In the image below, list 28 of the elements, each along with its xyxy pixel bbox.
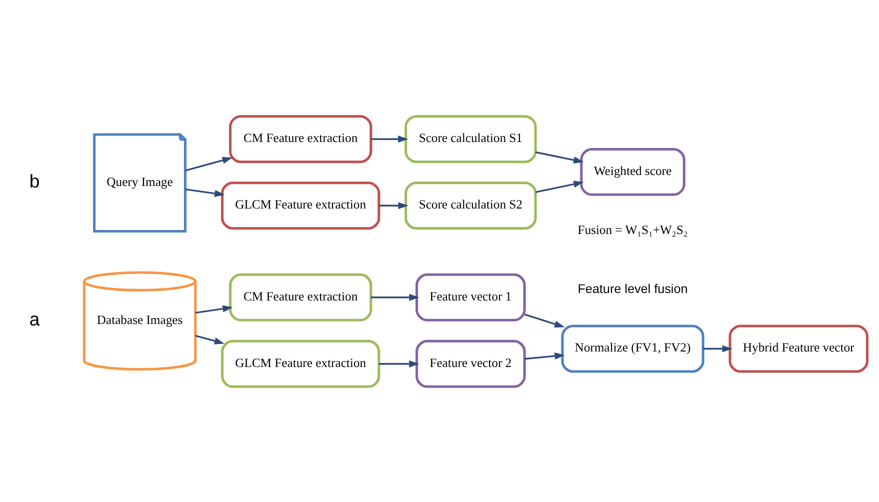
node-box: Score calculation S2 — [404, 181, 537, 230]
arrow — [185, 156, 232, 171]
node-box: GLCM Feature extraction — [221, 181, 380, 230]
node-box: Weighted score — [580, 147, 686, 196]
arrow — [185, 188, 225, 196]
node-box: GLCM Feature extraction — [221, 339, 380, 388]
node-box: Feature vector 1 — [416, 272, 526, 321]
arrow — [378, 202, 408, 209]
node-box: Score calculation S1 — [404, 114, 537, 163]
arrow — [524, 313, 565, 328]
arrow — [524, 352, 565, 360]
arrow — [195, 304, 233, 314]
node-box: Hybrid Feature vector — [728, 324, 868, 372]
node-box: CM Feature extraction — [229, 114, 372, 163]
node-box: Normalize (FV1, FV2) — [561, 324, 704, 372]
label: a — [29, 308, 40, 330]
arrow — [370, 293, 420, 300]
label: b — [29, 170, 40, 192]
arrow — [378, 360, 420, 367]
arrow — [703, 344, 732, 352]
node-box: Feature vector 2 — [416, 339, 526, 388]
node-label: Fusion = W₁S₁+W₂S₂ — [578, 222, 688, 236]
label: Feature level fusion — [578, 281, 688, 296]
arrow — [370, 135, 408, 142]
node-box: CM Feature extraction — [229, 272, 372, 321]
arrow — [535, 150, 584, 164]
arrow — [195, 334, 225, 344]
arrow — [535, 180, 584, 192]
